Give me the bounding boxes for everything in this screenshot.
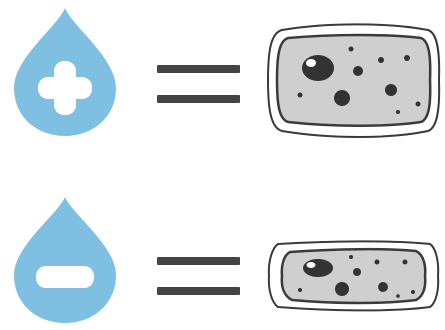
organelle: [353, 268, 361, 276]
row-1: [14, 8, 439, 137]
equals-bar-top: [157, 65, 240, 73]
organelle: [404, 55, 410, 61]
row-2: [14, 197, 438, 323]
equals-bar-bottom: [157, 95, 240, 103]
organelle: [349, 255, 353, 259]
equals-bar-bottom: [157, 287, 240, 295]
organelle: [396, 294, 400, 298]
organelle: [411, 290, 415, 294]
organelle: [385, 84, 397, 96]
vacuole-highlight: [307, 262, 316, 268]
organelle: [416, 102, 421, 107]
organelle: [403, 260, 408, 265]
swollen-cell-icon: [268, 24, 439, 137]
equals-bar-top: [157, 257, 240, 265]
equals-icon: [157, 65, 240, 103]
organelle: [335, 282, 349, 296]
organelle: [349, 47, 354, 52]
shrunken-cell-icon: [269, 241, 438, 310]
drop-shape: [14, 197, 116, 323]
vacuole: [302, 55, 334, 81]
plus-vertical: [54, 61, 76, 115]
organelle: [375, 260, 380, 265]
organelle: [396, 110, 400, 114]
equals-icon: [157, 257, 240, 295]
organelle: [298, 288, 302, 292]
organelle: [334, 90, 350, 106]
organelle: [298, 93, 303, 98]
organelle: [378, 57, 384, 63]
organelle: [378, 282, 388, 292]
vacuole-highlight: [306, 59, 316, 67]
organelle: [353, 66, 363, 76]
water-drop-minus-icon: [14, 197, 116, 323]
minus-bar: [36, 266, 94, 288]
cell-membrane: [277, 35, 430, 126]
water-drop-plus-icon: [14, 8, 116, 136]
vacuole: [303, 259, 333, 277]
cell-membrane: [282, 249, 425, 303]
